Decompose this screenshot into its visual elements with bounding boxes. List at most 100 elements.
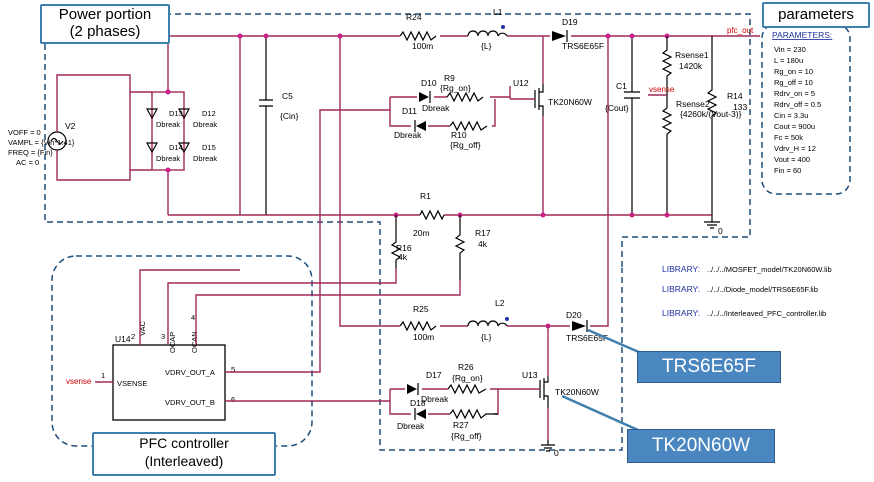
r1-value: 20m xyxy=(413,228,430,238)
ground-symbol: 0 xyxy=(704,215,723,236)
parameters-header: PARAMETERS: xyxy=(772,30,832,40)
u13-name: U13 xyxy=(522,370,538,380)
param-item: Cin = 3.3u xyxy=(774,111,808,120)
d10-model: Dbreak xyxy=(422,103,450,113)
r16-resistor: R16 4k xyxy=(390,215,412,268)
gate1-resistor-r10: R10 {Rg_off} xyxy=(449,120,488,150)
bridge-d15-model: Dbreak xyxy=(193,154,217,163)
library-path-2: ../../../Interleaved_PFC_controller.lib xyxy=(707,309,826,318)
library-key-1: LIBRARY: xyxy=(662,284,700,294)
l2-name: L2 xyxy=(495,298,505,308)
phase2-rail xyxy=(440,36,609,327)
rsense1-value: 1420k xyxy=(679,61,703,71)
ground-label-2: 0 xyxy=(554,448,559,458)
r27-name: R27 xyxy=(453,420,469,430)
pfc-title-line-2: (Interleaved) xyxy=(144,453,224,469)
controller-block xyxy=(112,344,226,421)
junction xyxy=(165,167,171,173)
d18-name: D18 xyxy=(410,398,426,408)
pin-4-number: 4 xyxy=(191,313,195,322)
library-key-2: LIBRARY: xyxy=(662,308,700,318)
junction xyxy=(237,33,243,39)
controller-input-net: vsense xyxy=(66,377,92,386)
ac-wave-glyph xyxy=(50,137,64,145)
r17-name: R17 xyxy=(475,228,491,238)
pin-ocan-label: OCAN xyxy=(190,331,199,353)
r27-value: {Rg_off} xyxy=(451,431,482,441)
wire-ac-bottom xyxy=(56,150,131,181)
c5-value: {Cin} xyxy=(280,111,299,121)
bridge-d13-label: D13 xyxy=(169,109,183,118)
pin-out-a-label: VDRV_OUT_A xyxy=(165,368,215,377)
library-key-0: LIBRARY: xyxy=(662,264,700,274)
l1-value: {L} xyxy=(481,41,492,51)
param-item: Rg_on = 10 xyxy=(774,67,813,76)
param-item: Cout = 900u xyxy=(774,122,815,131)
junction xyxy=(629,212,635,218)
rsense2-resistor: Rsense2 {4260k/(Vout-3)} xyxy=(661,95,742,215)
power-portion-title: Power portion (2 phases) xyxy=(40,4,170,44)
param-item: Vdrv_H = 12 xyxy=(774,144,816,153)
phase2-resistor-r25: R25 100m xyxy=(399,304,437,342)
u13-model: TK20N60W xyxy=(555,387,599,397)
source-param-0: VOFF = 0 xyxy=(8,128,41,137)
pin-6-number: 6 xyxy=(231,395,235,404)
u12-name: U12 xyxy=(513,78,529,88)
bridge-diode-d13: D13 Dbreak xyxy=(145,108,183,129)
r26-value: {Rg_on} xyxy=(452,373,483,383)
junction xyxy=(263,33,269,39)
param-item: Vout = 400 xyxy=(774,155,810,164)
r1-resistor: R1 20m xyxy=(413,191,445,238)
phase1-mosfet-u12: U12 TK20N60W xyxy=(513,78,592,116)
param-item: Rg_off = 10 xyxy=(774,78,813,87)
pin-ocap-label: OCAP xyxy=(168,332,177,353)
bridge-d15-label: D15 xyxy=(202,143,216,152)
rsense1-name: Rsense1 xyxy=(675,50,709,60)
param-item: L = 180u xyxy=(774,56,803,65)
power-title-line-1: Power portion xyxy=(58,6,152,23)
bridge-d12-label: D12 xyxy=(202,109,216,118)
c1-value: {Cout} xyxy=(605,103,629,113)
param-item: Rdrv_off = 0.5 xyxy=(774,100,821,109)
r9-value: {Rg_on} xyxy=(440,83,471,93)
param-item: Rdrv_on = 5 xyxy=(774,89,815,98)
r25-name: R25 xyxy=(413,304,429,314)
rsense1-resistor: Rsense1 1420k xyxy=(661,36,709,95)
d20-model: TRS6E65F xyxy=(566,333,608,343)
wire-ocan xyxy=(195,280,461,345)
net-pfc-out: pfc_out xyxy=(727,26,754,35)
r24-value: 100m xyxy=(412,41,433,51)
bridge-d13-model: Dbreak xyxy=(156,120,180,129)
gate2-diode-d17: D17 Dbreak xyxy=(407,370,449,404)
c5-name: C5 xyxy=(282,91,293,101)
d19-model: TRS6E65F xyxy=(562,41,604,51)
bridge-d14-label: D14 xyxy=(169,143,183,152)
r10-value: {Rg_off} xyxy=(450,140,481,150)
d20-name: D20 xyxy=(566,310,582,320)
bridge-input xyxy=(129,91,152,171)
junction xyxy=(165,89,171,95)
r17-value: 4k xyxy=(478,239,488,249)
phase2-inductor-l2: L2 {L} xyxy=(467,298,509,342)
junction xyxy=(605,33,611,39)
controller-name: U14 xyxy=(115,334,131,344)
junction xyxy=(540,212,546,218)
phase1-inductor-l1: L1 {L} xyxy=(467,7,508,51)
d17-name: D17 xyxy=(426,370,442,380)
pin-1-number: 1 xyxy=(101,371,105,380)
source-param-1: VAMPL = {Vin*1.41} xyxy=(8,138,75,147)
power-portion-outline xyxy=(44,14,623,451)
pin-5-number: 5 xyxy=(231,365,235,374)
phase2-diode-d20: D20 TRS6E65F xyxy=(566,310,608,343)
r16-value: 4k xyxy=(398,252,408,262)
parameters-list: PARAMETERS: Vin = 230 L = 180u Rg_on = 1… xyxy=(772,30,832,175)
ground-symbol-2: 0 xyxy=(541,440,559,458)
r26-name: R26 xyxy=(458,362,474,372)
gate1-resistor-r9: R9 {Rg_on} xyxy=(440,73,484,103)
d11-name: D11 xyxy=(402,106,417,116)
phase1-diode-d19: D19 TRS6E65F xyxy=(552,17,604,51)
r14-value: 133 xyxy=(733,102,747,112)
junction xyxy=(337,33,343,39)
library-path-0: ../../../MOSFET_model/TK20N60W.lib xyxy=(707,265,832,274)
